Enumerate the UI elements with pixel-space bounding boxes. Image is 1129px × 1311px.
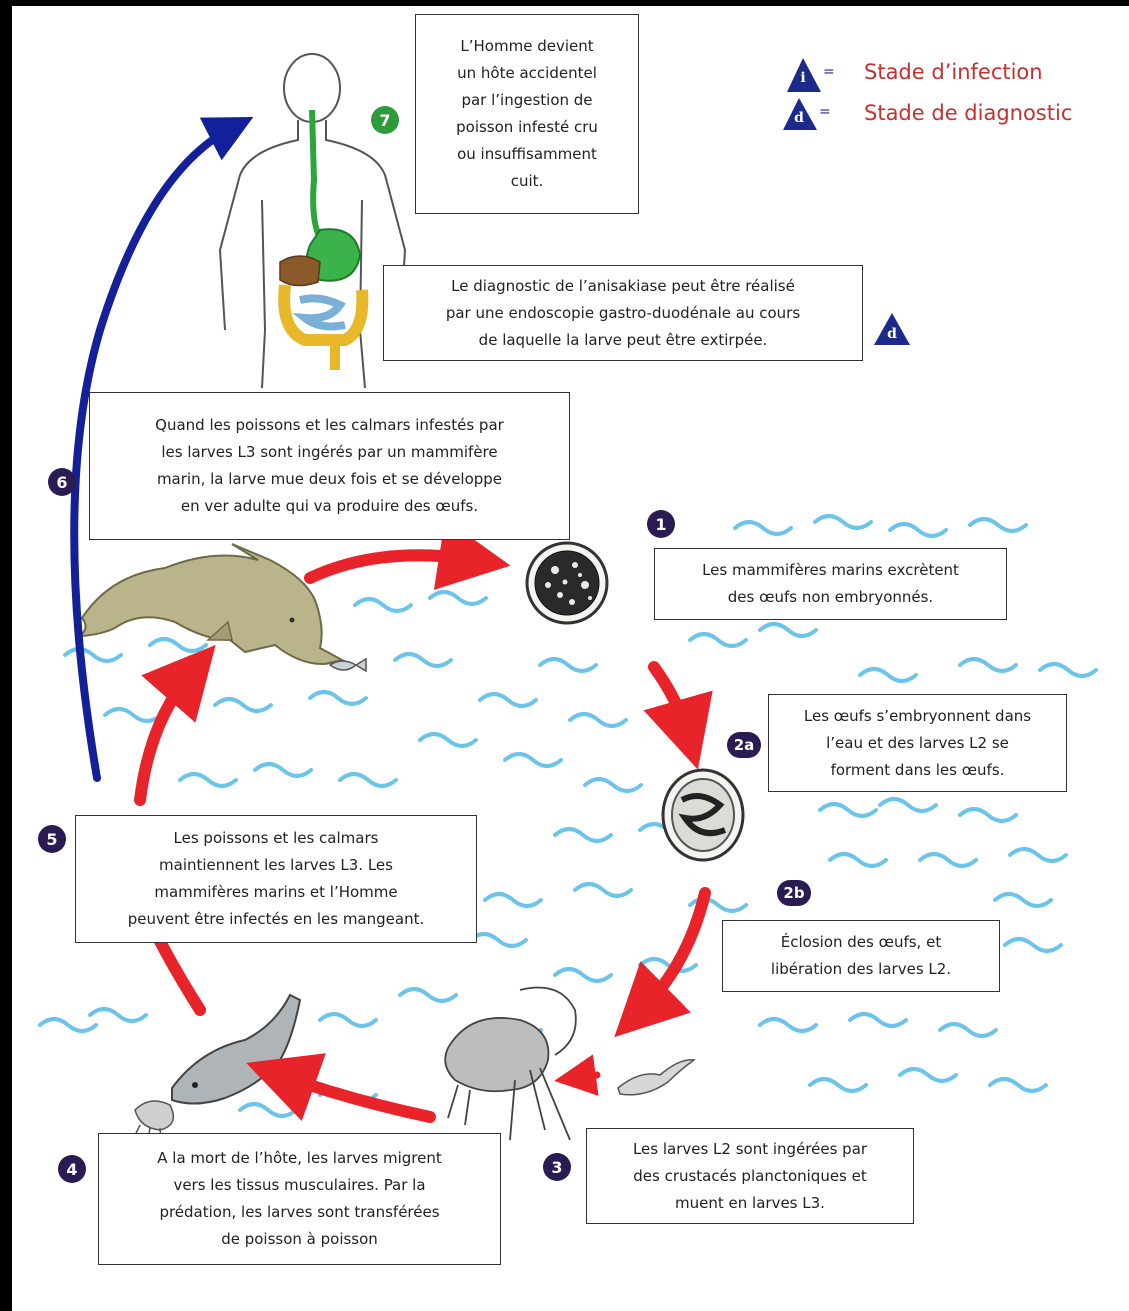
diagnosis-line: Le diagnostic de l’anisakiase peut être … <box>451 276 795 295</box>
step-7-line: ou insuffisamment <box>457 145 597 163</box>
step-2b-line: Éclosion des œufs, et <box>780 933 942 951</box>
step-7-line: un hôte accidentel <box>457 64 597 82</box>
step-6-line: en ver adulte qui va produire des œufs. <box>180 497 479 515</box>
diagnosis-line: de laquelle la larve peut être extirpée. <box>478 330 768 349</box>
step-3-line: des crustacés planctoniques et <box>633 1166 867 1185</box>
step-4-badge: 4 <box>58 1155 86 1183</box>
egg-unembryonated-illustration <box>525 541 609 625</box>
step-1-line: des œufs non embryonnés. <box>727 588 934 606</box>
step-2b-badge: 2b <box>777 880 811 906</box>
step-2a-badge: 2a <box>727 732 761 758</box>
step-1-badge: 1 <box>647 510 675 538</box>
diagnosis-line: par une endoscopie gastro-duodénale au c… <box>445 303 801 322</box>
step-1-line: Les mammifères marins excrètent <box>702 561 959 579</box>
step-7-badge: 7 <box>371 106 399 134</box>
step-2b-description: Éclosion des œufs, et libération des lar… <box>722 920 1000 992</box>
step-6-line: marin, la larve mue deux fois et se déve… <box>156 470 503 488</box>
legend-diagnostic-equals: = <box>819 104 831 120</box>
diagnostic-stage-icon <box>874 313 910 345</box>
step-3-line: Les larves L2 sont ingérées par <box>632 1139 868 1158</box>
legend-infection-label: Stade d’infection <box>864 60 1043 84</box>
step-3-line: muent en larves L3. <box>675 1193 825 1212</box>
digestive-tract <box>278 109 369 370</box>
ocean-waves <box>38 514 1098 1118</box>
step-4-description: A la mort de l’hôte, les larves migrent … <box>98 1133 501 1265</box>
step-4-line: prédation, les larves sont transférées <box>159 1203 440 1221</box>
legend-diagnostic-symbol: d <box>794 110 804 126</box>
step-2a-line: l’eau et des larves L2 se <box>826 733 1009 752</box>
legend-infection-equals: = <box>823 64 835 80</box>
blue-arrow-to-human <box>70 117 254 782</box>
egg-embryonated-illustration <box>661 768 745 862</box>
step-4-line: vers les tissus musculaires. Par la <box>173 1176 426 1194</box>
legend-infection-symbol: i <box>800 70 806 86</box>
step-7-line: poisson infesté cru <box>456 118 598 136</box>
fish-illustration <box>127 993 302 1156</box>
step-2a-description: Les œufs s’embryonnent dans l’eau et des… <box>768 694 1067 792</box>
step-7-line: cuit. <box>510 172 544 190</box>
step-7-line: par l’ingestion de <box>461 91 593 109</box>
dolphin-illustration <box>76 543 367 673</box>
step-5-line: peuvent être infectés en les mangeant. <box>127 910 425 928</box>
step-4-line: A la mort de l’hôte, les larves migrent <box>157 1149 442 1167</box>
legend-diagnostic-label: Stade de diagnostic <box>864 101 1073 125</box>
step-4-line: de poisson à poisson <box>221 1230 378 1248</box>
step-2b-line: libération des larves L2. <box>770 960 952 978</box>
larva-l2-illustration <box>617 1059 696 1096</box>
legend-diagnostic-icon <box>783 98 817 130</box>
step-5-description: Les poissons et les calmars maintiennent… <box>75 815 477 943</box>
diagnostic-stage-symbol: d <box>887 326 897 342</box>
step-2a-line: Les œufs s’embryonnent dans <box>803 706 1032 725</box>
step-3-description: Les larves L2 sont ingérées par des crus… <box>586 1128 914 1224</box>
step-5-line: mammifères marins et l’Homme <box>154 883 398 901</box>
step-5-line: Les poissons et les calmars <box>173 829 379 847</box>
step-1-description: Les mammifères marins excrètent des œufs… <box>654 548 1007 620</box>
legend-infection-icon <box>787 58 821 92</box>
diagnosis-description: Le diagnostic de l’anisakiase peut être … <box>383 265 863 361</box>
step-6-description: Quand les poissons et les calmars infest… <box>89 392 570 540</box>
step-2a-line: forment dans les œufs. <box>830 760 1005 779</box>
step-6-badge: 6 <box>48 468 76 496</box>
step-6-line: Quand les poissons et les calmars infest… <box>155 416 504 434</box>
step-7-line: L’Homme devient <box>460 37 594 55</box>
step-3-badge: 3 <box>543 1153 571 1181</box>
crustacean-illustration <box>444 986 577 1141</box>
step-6-line: les larves L3 sont ingérés par un mammif… <box>161 443 498 461</box>
step-5-badge: 5 <box>38 825 66 853</box>
step-7-description: L’Homme devient un hôte accidentel par l… <box>415 14 639 214</box>
step-5-line: maintiennent les larves L3. Les <box>159 856 393 874</box>
